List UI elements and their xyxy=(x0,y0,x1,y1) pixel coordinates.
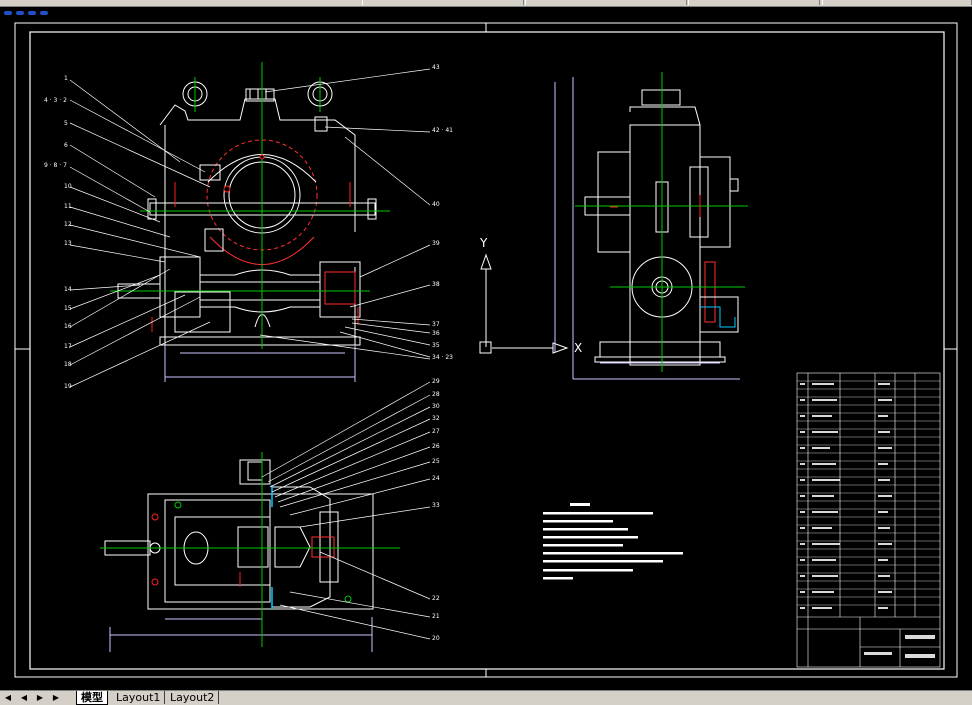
svg-text:24: 24 xyxy=(432,475,440,482)
svg-text:42 · 41: 42 · 41 xyxy=(432,127,453,134)
balloon: 14 xyxy=(64,286,72,293)
svg-text:40: 40 xyxy=(432,201,440,208)
svg-text:29: 29 xyxy=(432,378,440,385)
parts-list-rows xyxy=(797,380,940,606)
top-view xyxy=(104,459,374,652)
tab-model[interactable]: 模型 xyxy=(76,691,108,705)
svg-text:21: 21 xyxy=(432,613,440,620)
prev-tab-button[interactable]: ◀ xyxy=(20,693,28,702)
front-view-red-marks xyxy=(151,154,359,332)
front-view-centerlines xyxy=(110,62,390,349)
balloon: 17 xyxy=(64,343,72,350)
top-view-leaders xyxy=(261,381,431,640)
cad-drawing: 1 4 · 3 · 2 5 6 9 · 8 · 7 10 11 12 13 14… xyxy=(14,22,958,678)
svg-text:28: 28 xyxy=(432,391,440,398)
balloon: 6 xyxy=(64,142,68,149)
side-view xyxy=(554,77,745,380)
svg-text:X: X xyxy=(574,341,582,355)
tab-layout1[interactable]: Layout1 xyxy=(112,691,166,704)
balloons-right-top: 43 42 · 41 40 39 38 37 36 35 34 · 23 xyxy=(432,64,453,361)
balloon: 5 xyxy=(64,120,68,127)
balloon: 13 xyxy=(64,240,72,247)
toolbar-dropdown-4[interactable] xyxy=(822,0,972,5)
toolbar-dropdown-3[interactable] xyxy=(688,0,820,5)
balloon: 1 xyxy=(64,75,68,82)
balloon: 9 · 8 · 7 xyxy=(44,162,67,169)
svg-text:39: 39 xyxy=(432,240,440,247)
svg-text:30: 30 xyxy=(432,403,440,410)
balloons-bottom: 29 28 30 32 27 26 25 24 33 22 21 20 xyxy=(432,378,440,642)
toolbar-dropdown-1[interactable] xyxy=(362,0,524,5)
side-view-accent xyxy=(700,306,736,328)
balloon: 18 xyxy=(64,361,72,368)
layout-tab-bar: ◀ ◀ ▶ ▶ 模型 Layout1 Layout2 xyxy=(0,690,972,705)
top-toolbar-strip xyxy=(0,0,972,15)
svg-text:33: 33 xyxy=(432,502,440,509)
svg-text:36: 36 xyxy=(432,330,440,337)
svg-text:43: 43 xyxy=(432,64,440,71)
balloon: 19 xyxy=(64,383,72,390)
parts-list-table xyxy=(796,372,941,668)
svg-text:27: 27 xyxy=(432,428,440,435)
balloon: 10 xyxy=(64,183,72,190)
parts-list-text-marks xyxy=(800,383,935,658)
svg-text:35: 35 xyxy=(432,342,440,349)
next-tab-button[interactable]: ▶ xyxy=(36,693,44,702)
toolbar-dropdown-2[interactable] xyxy=(525,0,687,5)
ucs-icon: Y X xyxy=(479,236,582,355)
svg-text:34 · 23: 34 · 23 xyxy=(432,354,453,361)
balloons-left: 1 4 · 3 · 2 5 6 9 · 8 · 7 10 11 12 13 14… xyxy=(44,75,72,390)
svg-text:Y: Y xyxy=(479,236,488,250)
front-view-leaders xyxy=(69,68,431,388)
top-view-centerlines xyxy=(100,452,400,647)
balloon: 12 xyxy=(64,221,72,228)
first-tab-button[interactable]: ◀ xyxy=(4,693,12,702)
front-view xyxy=(117,81,377,382)
svg-text:37: 37 xyxy=(432,321,440,328)
svg-text:38: 38 xyxy=(432,281,440,288)
tab-layout2[interactable]: Layout2 xyxy=(166,691,220,704)
svg-text:20: 20 xyxy=(432,635,440,642)
svg-text:22: 22 xyxy=(432,595,440,602)
balloon: 11 xyxy=(64,203,72,210)
side-view-centerlines xyxy=(575,72,748,372)
drawing-canvas[interactable]: 1 4 · 3 · 2 5 6 9 · 8 · 7 10 11 12 13 14… xyxy=(0,7,972,689)
svg-text:32: 32 xyxy=(432,415,440,422)
balloon: 4 · 3 · 2 xyxy=(44,97,67,104)
toolbar-icons[interactable] xyxy=(4,0,64,15)
balloon: 16 xyxy=(64,323,72,330)
technical-notes xyxy=(543,503,683,580)
svg-text:26: 26 xyxy=(432,443,440,450)
balloon: 15 xyxy=(64,305,72,312)
inner-frame xyxy=(29,31,945,670)
last-tab-button[interactable]: ▶ xyxy=(52,693,60,702)
svg-text:25: 25 xyxy=(432,458,440,465)
